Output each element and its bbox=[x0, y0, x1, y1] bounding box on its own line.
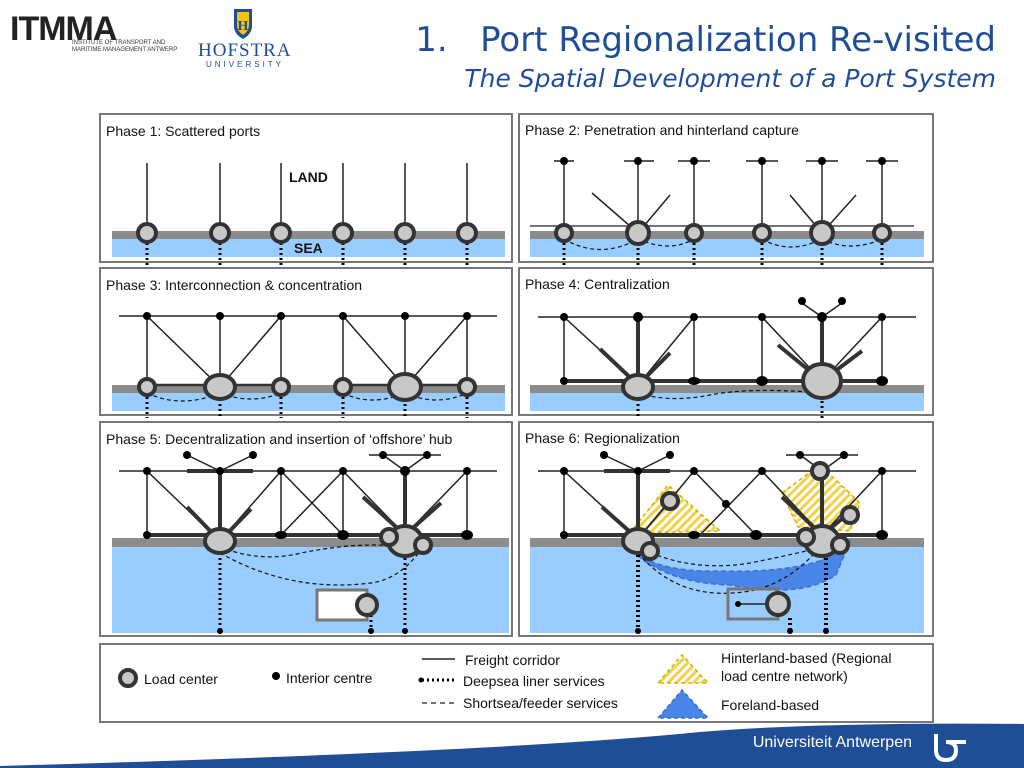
phase-6-panel: Phase 6: Regionalization bbox=[518, 421, 934, 637]
phase-4-label: Phase 4: Centralization bbox=[525, 276, 670, 292]
legend-interior-centre: Interior centre bbox=[286, 670, 373, 686]
load-center-node bbox=[456, 222, 478, 244]
legend-freight-corridor: Freight corridor bbox=[465, 652, 560, 668]
title-block: 1. Port Regionalization Re-visited The S… bbox=[415, 20, 996, 94]
itmma-logo: ITMMA INSTITUTE OF TRANSPORT AND MARITIM… bbox=[10, 10, 177, 53]
foreland-swatch bbox=[656, 688, 710, 719]
interior-centre-swatch bbox=[272, 672, 280, 680]
phase-6-label: Phase 6: Regionalization bbox=[525, 430, 680, 446]
phase-2-panel: Phase 2: Penetration and hinterland capt… bbox=[518, 113, 934, 265]
page-subtitle: The Spatial Development of a Port System bbox=[464, 64, 996, 93]
phase-3-diagram bbox=[112, 312, 505, 418]
load-center-node bbox=[270, 222, 292, 244]
itmma-logo-text: ITMMA bbox=[10, 10, 117, 48]
hinterland-swatch bbox=[656, 653, 710, 684]
legend-shortsea: Shortsea/feeder services bbox=[463, 695, 618, 711]
load-center-node bbox=[332, 222, 354, 244]
phase-4-diagram bbox=[530, 297, 924, 418]
legend-load-center: Load center bbox=[144, 671, 218, 687]
legend-hinterland-1: Hinterland-based (Regional bbox=[721, 650, 892, 666]
legend: Load center Interior centre Freight corr… bbox=[99, 643, 934, 723]
phase-5-label: Phase 5: Decentralization and insertion … bbox=[106, 431, 453, 447]
svg-text:H: H bbox=[238, 19, 249, 34]
load-center-node bbox=[136, 222, 158, 244]
phase-3-label: Phase 3: Interconnection & concentration bbox=[106, 277, 363, 293]
hofstra-sub: UNIVERSITY bbox=[206, 60, 285, 69]
phase-1-label: Phase 1: Scattered ports bbox=[106, 123, 261, 139]
phase-1-diagram: LAND SEA bbox=[112, 163, 505, 265]
legend-foreland: Foreland-based bbox=[721, 697, 820, 713]
phase-6-diagram bbox=[530, 451, 924, 634]
legend-hinterland-2: load centre network) bbox=[721, 668, 848, 684]
page-title: 1. Port Regionalization Re-visited bbox=[415, 20, 996, 60]
phase-2-diagram bbox=[530, 157, 924, 265]
load-center-node bbox=[209, 222, 231, 244]
phase-4-panel: Phase 4: Centralization bbox=[518, 267, 934, 418]
legend-deepsea: Deepsea liner services bbox=[463, 673, 605, 689]
phase-3-panel: Phase 3: Interconnection & concentration bbox=[99, 267, 513, 418]
hofstra-name: HOFSTRA bbox=[198, 40, 292, 61]
hofstra-logo: H HOFSTRA UNIVERSITY bbox=[196, 6, 291, 69]
load-center-node bbox=[394, 222, 416, 244]
sea-label: SEA bbox=[294, 240, 323, 256]
footer-band bbox=[0, 723, 1024, 768]
phase-1-panel: Phase 1: Scattered ports LAND SEA bbox=[99, 113, 513, 265]
land-label: LAND bbox=[289, 169, 328, 185]
hofstra-shield-icon: H bbox=[234, 9, 252, 39]
itmma-logo-subtitle: INSTITUTE OF TRANSPORT AND MARITIME MANA… bbox=[72, 40, 178, 53]
legend-graphics bbox=[118, 653, 710, 719]
university-name: Universiteit Antwerpen bbox=[752, 734, 912, 751]
university-logo-icon bbox=[934, 734, 966, 763]
load-center-swatch bbox=[118, 668, 138, 688]
phase-2-label: Phase 2: Penetration and hinterland capt… bbox=[525, 122, 799, 138]
phase-5-panel: Phase 5: Decentralization and insertion … bbox=[99, 421, 513, 637]
phase-5-diagram bbox=[112, 451, 509, 634]
